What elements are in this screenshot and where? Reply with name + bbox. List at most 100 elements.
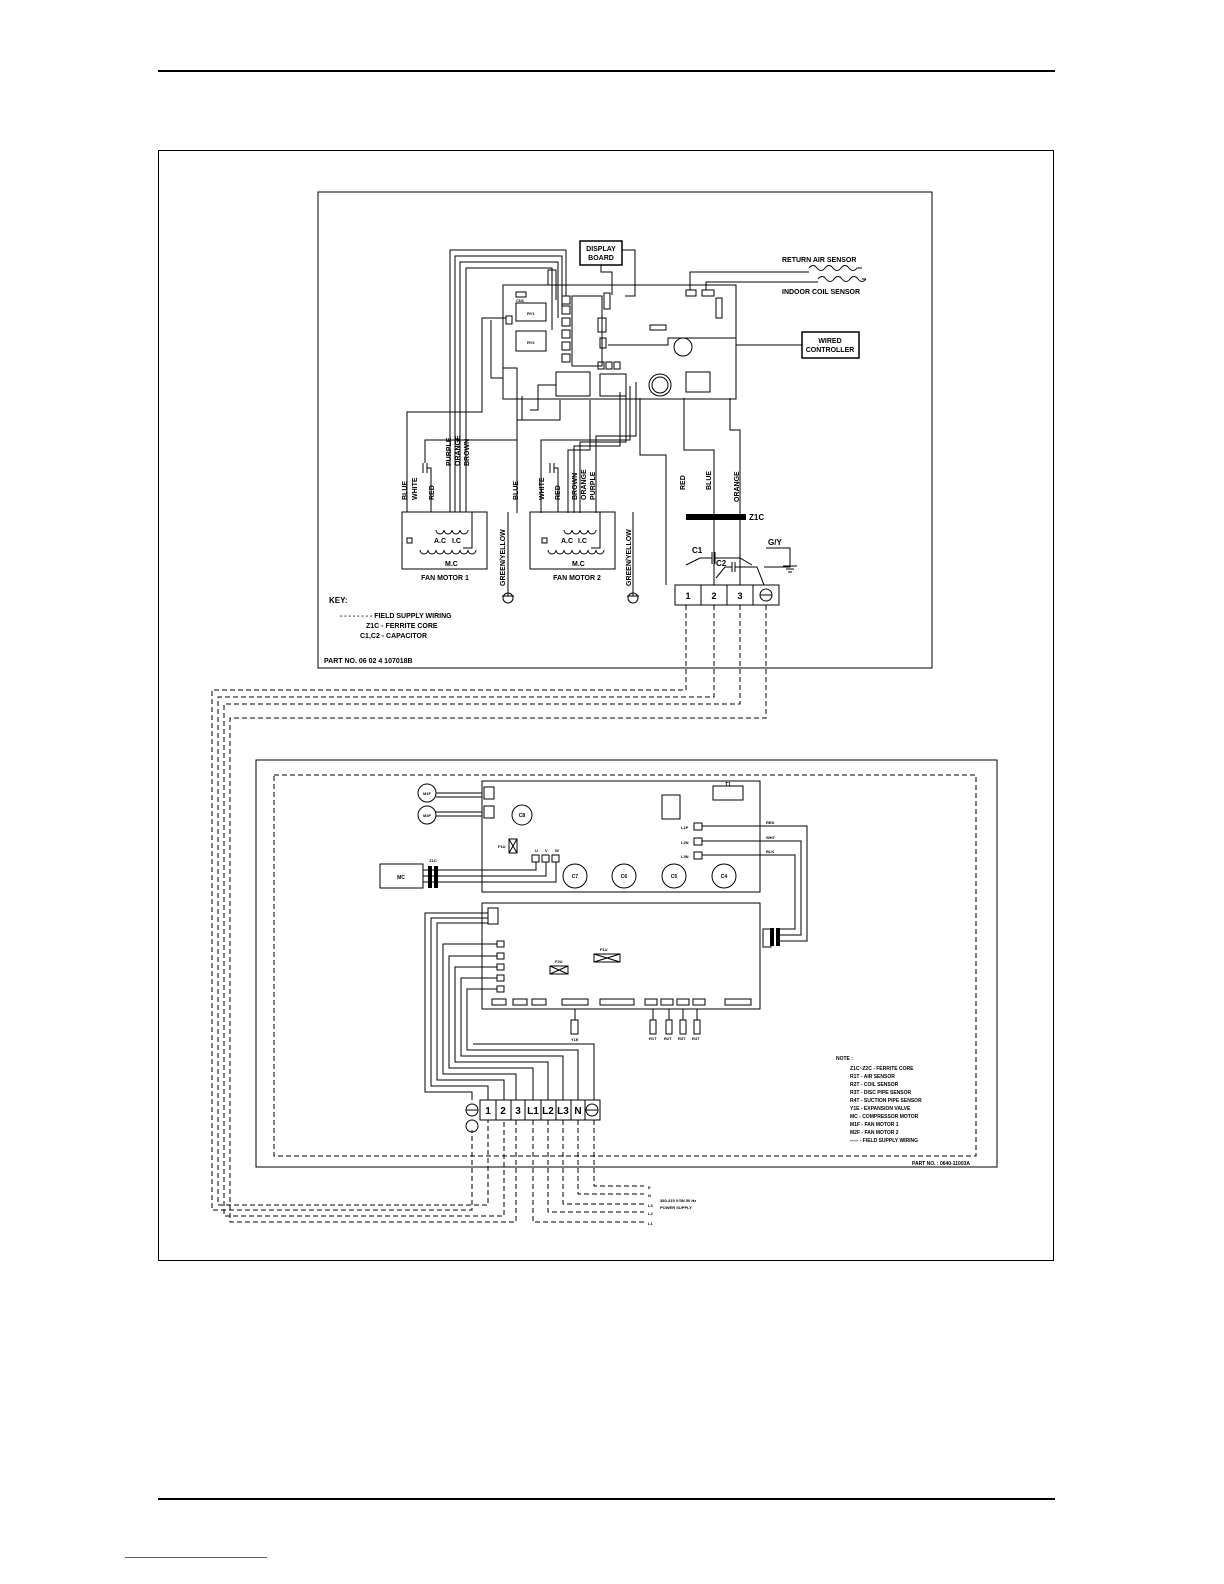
outdoor-terminal-l2: L2 [542, 1106, 554, 1117]
conn-l2n-label: L2N [681, 840, 689, 845]
note-list: Z1C~Z2C - FERRITE CORE R1T - AIR SENSOR … [850, 1066, 922, 1144]
m2-wire-white: WHITE [539, 477, 546, 500]
outdoor-panel [255, 759, 998, 1168]
indoor-coil-sensor-label: INDOOR COIL SENSOR [782, 289, 860, 296]
m1-ic-label: I.C [452, 538, 461, 545]
conn-l3n-label: L3N [681, 854, 689, 859]
outdoor-terminal-l1: L1 [527, 1106, 539, 1117]
compressor-mc-label: MC [397, 875, 405, 881]
pcb-cn1-label: CN1 [516, 298, 525, 303]
m2-ic-label: I.C [578, 538, 587, 545]
pcb-ry2-label: RY2 [527, 340, 535, 345]
supply-n-label: N [648, 1193, 651, 1198]
sensor-r2t-label: R2T [664, 1036, 672, 1041]
m1-wire-blue: BLUE [402, 481, 409, 500]
m2-ac-label: A.C [561, 538, 573, 545]
uvw-v-label: V [545, 848, 548, 853]
fan-motor-1-label: FAN MOTOR 1 [421, 575, 469, 582]
m1-ac-label: A.C [434, 538, 446, 545]
note-line: R2T - COIL SENSOR [850, 1082, 899, 1088]
cap-c8-label: C8 [519, 813, 526, 819]
bottom-rule [158, 1498, 1055, 1500]
display-board-label-1: DISPLAY [586, 246, 616, 253]
cap-c1-label: C1 [692, 546, 703, 555]
note-line: M2F - FAN MOTOR 2 [850, 1130, 899, 1136]
indoor-part-no: PART NO. 06 02 4 107018B [324, 658, 413, 665]
fuse-f2u-label: F2U [555, 959, 563, 964]
wired-controller-label-2: CONTROLLER [806, 347, 855, 354]
supply-wire-orange: ORANGE [734, 471, 741, 502]
m2-wire-brown: BROWN [572, 473, 579, 500]
wire-blk-label: BLK [766, 849, 774, 854]
supply-l2-label: L2 [648, 1211, 653, 1216]
sensor-r4t-label: R4T [692, 1036, 700, 1041]
key-line-3: C1,C2 - CAPACITOR [360, 633, 427, 640]
sensor-r1t-label: R1T [649, 1036, 657, 1041]
indoor-terminal-1: 1 [685, 591, 690, 601]
key-line-2: Z1C - FERRITE CORE [366, 623, 438, 630]
supply-note-2: POWER SUPPLY [660, 1205, 692, 1210]
supply-wire-red: RED [680, 475, 687, 490]
supply-wire-blue: BLUE [706, 471, 713, 490]
note-line: Y1E - EXPANSION VALVE [850, 1106, 911, 1112]
outdoor-terminal-l3: L3 [557, 1106, 569, 1117]
note-line: Z1C~Z2C - FERRITE CORE [850, 1066, 914, 1072]
m2-wire-red: RED [555, 485, 562, 500]
outdoor-terminal-n: N [574, 1106, 581, 1117]
note-line: M1F - FAN MOTOR 1 [850, 1122, 899, 1128]
supply-note-1: 380-415 V/3N 50 Hz [660, 1198, 696, 1203]
wire-wht-label: WHT [766, 835, 776, 840]
outdoor-ferrite-label: Z1C [429, 858, 437, 863]
outdoor-part-no: PART NO. : 0640-11003A [912, 1161, 970, 1167]
footer-link-underline[interactable] [125, 1557, 267, 1558]
fan-motor-2-label: FAN MOTOR 2 [553, 575, 601, 582]
indoor-terminal-2: 2 [711, 591, 716, 601]
pcb-ry1-label: RY1 [527, 311, 535, 316]
cap-c7-label: C7 [572, 874, 579, 880]
m1-mc-label: M.C [445, 561, 458, 568]
supply-wire-labels: RED BLUE ORANGE [680, 471, 741, 502]
fan-motor-2-box [529, 511, 616, 570]
note-line: ----- - FIELD SUPPLY WIRING [850, 1138, 918, 1144]
diagram-frame [158, 150, 1054, 1261]
outdoor-terminal-1: 1 [485, 1106, 491, 1117]
fuse-f1u-label: F1U [498, 844, 506, 849]
m2-wire-orange: ORANGE [581, 469, 588, 500]
ferrite-z1c-label: Z1C [749, 513, 764, 522]
supply-l1-label: L1 [648, 1221, 653, 1226]
wired-controller-label-1: WIRED [818, 338, 841, 345]
supply-l3-label: L3 [648, 1203, 653, 1208]
motor2-wire-labels: BLUE WHITE RED BROWN ORANGE PURPLE [513, 469, 597, 500]
fan-m2f-label: M2F [423, 813, 432, 818]
m2-wire-purple: PURPLE [590, 471, 597, 500]
outdoor-terminal-2: 2 [500, 1106, 506, 1117]
sensor-r3t-label: R3T [678, 1036, 686, 1041]
outdoor-terminal-block [479, 1099, 601, 1121]
uvw-u-label: U [535, 848, 538, 853]
top-rule [158, 70, 1055, 72]
note-line: R3T - DISC PIPE SENSOR [850, 1090, 912, 1096]
key-line-1: - - - - - - - - FIELD SUPPLY WIRING [340, 613, 452, 620]
wire-red-label: RED [766, 820, 775, 825]
m1-wire-red: RED [429, 485, 436, 500]
m2-ground-wire-label: GREEN/YELLOW [626, 529, 633, 586]
outdoor-terminal-3: 3 [515, 1106, 521, 1117]
cap-c2-label: C2 [716, 559, 727, 568]
m2-mc-label: M.C [572, 561, 585, 568]
motor1-wire-labels: BLUE WHITE RED PURPLE ORANGE BROWN [402, 435, 471, 500]
m1-wire-purple: PURPLE [446, 437, 453, 466]
fuse-f1u-2-label: F1U [600, 947, 608, 952]
fan-m1f-label: M1F [423, 791, 432, 796]
m2-wire-blue: BLUE [513, 481, 520, 500]
indoor-terminal-3: 3 [737, 591, 742, 601]
inverter-board [481, 780, 761, 893]
conn-l1p-label: L1P [681, 825, 689, 830]
main-control-board [481, 902, 761, 1010]
note-line: R1T - AIR SENSOR [850, 1074, 895, 1080]
m1-ground-wire-label: GREEN/YELLOW [500, 529, 507, 586]
note-title: NOTE : [836, 1056, 853, 1062]
fan-motor-1-box [401, 511, 488, 570]
uvw-w-label: W [555, 848, 559, 853]
key-title: KEY: [329, 596, 348, 605]
